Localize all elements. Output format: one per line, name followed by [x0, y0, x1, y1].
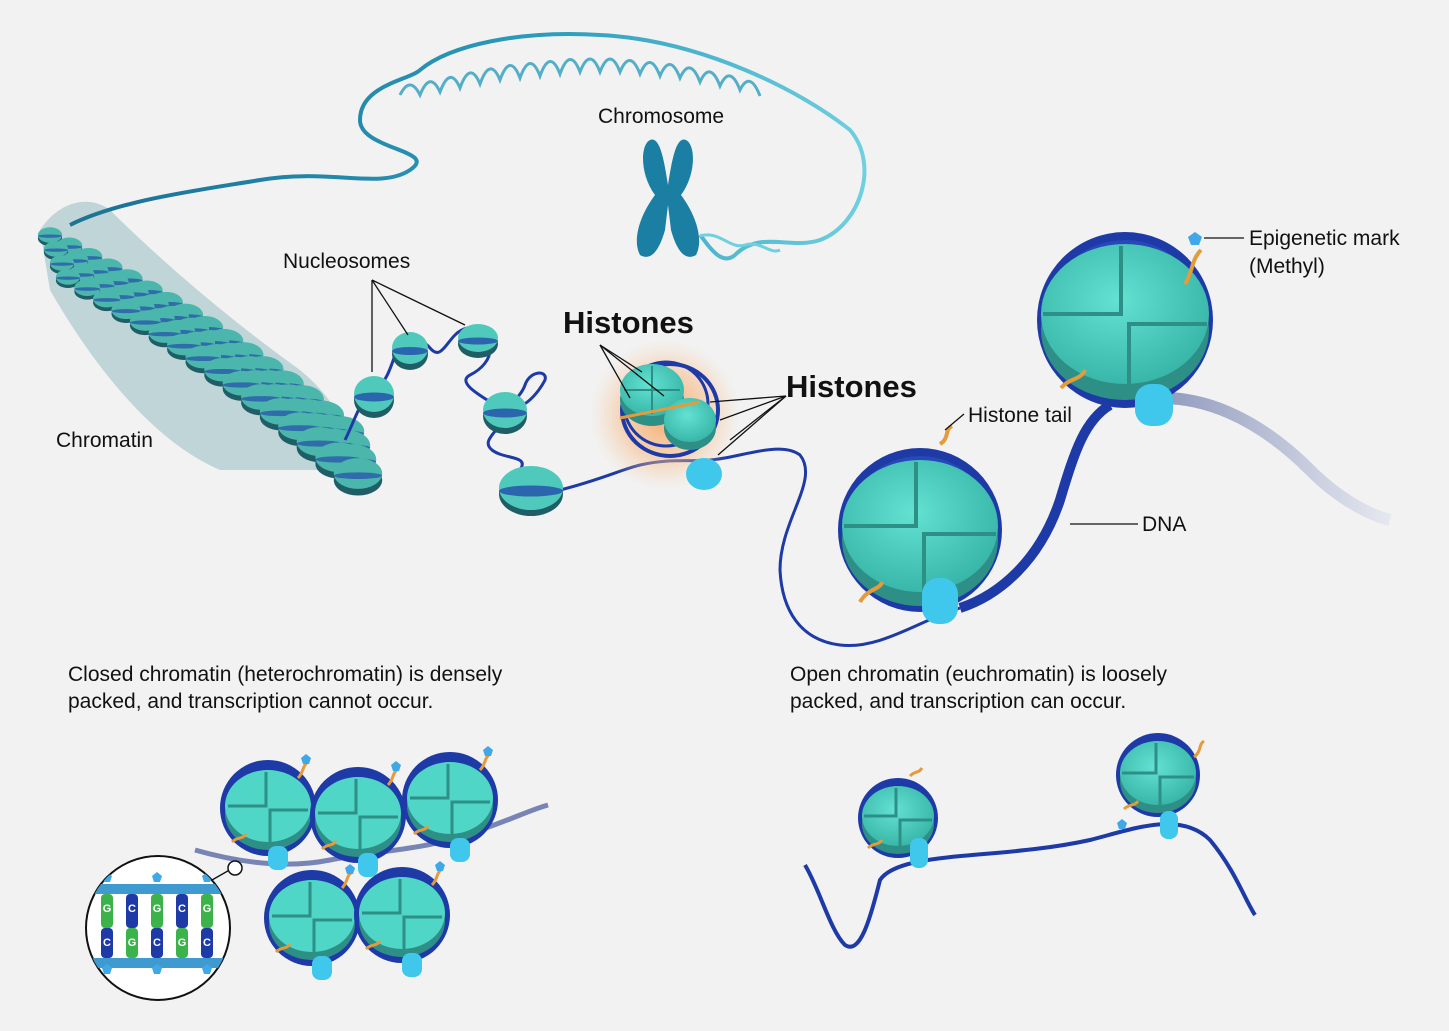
dna-methylation-inset: G C C G G C C G G C: [80, 856, 242, 1000]
base-letter-top: C: [128, 903, 136, 915]
base-letter-top: C: [178, 903, 186, 915]
base-letter-bottom: C: [103, 937, 111, 949]
dna-label: DNA: [1142, 513, 1186, 536]
histones-label-top: Histones: [563, 305, 694, 340]
base-letter-bottom: G: [178, 937, 187, 949]
chromatin-disc: [334, 458, 382, 495]
nucleosome-bead: [458, 324, 498, 358]
base-letter-bottom: G: [128, 937, 137, 949]
closed-nucleosome: [220, 754, 316, 870]
large-nucleosome-middle: [838, 426, 1002, 624]
base-letter-bottom: C: [153, 937, 161, 949]
base-letter-top: G: [103, 903, 112, 915]
closed-nucleosome: [354, 861, 450, 977]
open-chromatin: [805, 733, 1255, 947]
base-letter-top: G: [203, 903, 212, 915]
nucleosome-bead: [483, 392, 527, 434]
epigenetic-mark-label: Epigenetic mark: [1249, 227, 1400, 250]
closed-chromatin-cluster: [195, 746, 548, 980]
closed-nucleosome: [264, 864, 360, 980]
chromosome-icon: [637, 140, 780, 257]
chromosome-label: Chromosome: [598, 105, 724, 128]
base-letter-bottom: C: [203, 937, 211, 949]
methyl-label: (Methyl): [1249, 255, 1325, 278]
base-letter-top: G: [153, 903, 162, 915]
nucleosome-beads: [354, 324, 563, 516]
closed-chromatin-caption: Closed chromatin (heterochromatin) is de…: [68, 661, 502, 715]
nucleosome-bead: [499, 466, 563, 516]
open-chromatin-caption: Open chromatin (euchromatin) is loosely …: [790, 661, 1167, 715]
histones-label-right: Histones: [786, 369, 917, 404]
nucleosome-bead: [392, 332, 428, 370]
histone-tail-label: Histone tail: [968, 404, 1072, 427]
chromatin-label: Chromatin: [56, 429, 153, 452]
chromosome-thread: [70, 34, 864, 258]
nucleosome-bead: [354, 376, 394, 418]
highlighted-nucleosome: [590, 340, 740, 490]
nucleosomes-label: Nucleosomes: [283, 250, 410, 273]
dna-strand-right: [960, 398, 1390, 608]
